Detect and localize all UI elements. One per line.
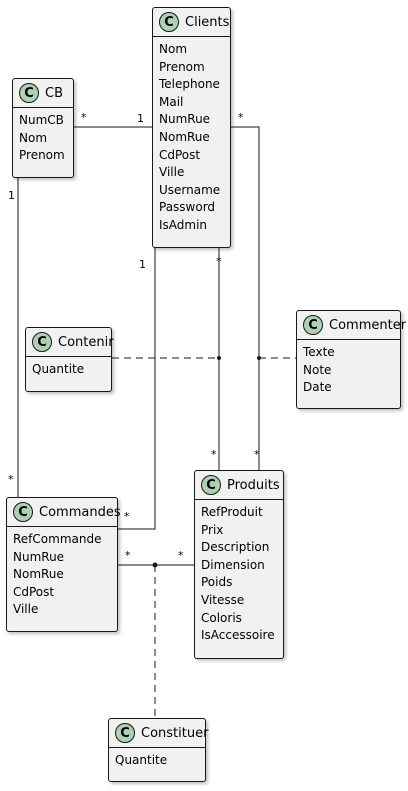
junction-contenir bbox=[217, 356, 221, 360]
class-separator bbox=[195, 499, 283, 500]
class-icon: C bbox=[115, 723, 135, 743]
class-name: CB bbox=[45, 85, 63, 101]
field: Nom bbox=[19, 130, 48, 145]
field: Coloris bbox=[201, 610, 242, 625]
field: CdPost bbox=[159, 147, 201, 162]
class-fields: Quantite bbox=[26, 357, 111, 383]
class-separator bbox=[109, 747, 205, 748]
class-icon: C bbox=[19, 83, 39, 103]
class-commandes-header: C Commandes bbox=[7, 498, 121, 526]
class-separator bbox=[13, 107, 73, 108]
field: Password bbox=[159, 200, 216, 215]
multiplicity-label: * bbox=[81, 111, 87, 124]
class-icon: C bbox=[32, 332, 52, 352]
class-produits-header: C Produits bbox=[195, 471, 283, 499]
multiplicity-label: * bbox=[124, 510, 130, 523]
class-fields: NumCB Nom Prenom bbox=[13, 108, 73, 169]
class-fields: Nom Prenom Telephone Mail NumRue NomRue … bbox=[153, 37, 230, 239]
class-separator bbox=[297, 339, 400, 340]
class-commenter[interactable]: C Commenter Texte Note Date bbox=[296, 310, 406, 409]
class-contenir[interactable]: C Contenir Quantite bbox=[25, 327, 114, 392]
field: Prenom bbox=[159, 59, 205, 74]
class-icon: C bbox=[159, 12, 179, 32]
field: RefProduit bbox=[201, 505, 263, 519]
multiplicity-label: * bbox=[178, 549, 184, 562]
field: NumCB bbox=[19, 113, 64, 127]
field: Mail bbox=[159, 94, 184, 109]
field: IsAccessoire bbox=[201, 628, 275, 643]
field: Description bbox=[201, 540, 270, 555]
field: Note bbox=[303, 362, 332, 377]
assoc-clients-produits-b bbox=[231, 126, 260, 470]
field: Username bbox=[159, 182, 221, 197]
class-clients[interactable]: C Clients Nom Prenom Telephone Mail NumR… bbox=[152, 7, 231, 248]
field: NumRue bbox=[159, 112, 211, 127]
class-commandes[interactable]: C Commandes RefCommande NumRue NomRue Cd… bbox=[6, 497, 121, 632]
field: IsAdmin bbox=[159, 217, 208, 232]
class-constituer[interactable]: C Constituer Quantite bbox=[108, 718, 209, 782]
class-separator bbox=[153, 36, 230, 37]
class-contenir-header: C Contenir bbox=[26, 328, 114, 356]
assoc-clients-commandes bbox=[118, 248, 156, 530]
class-cb[interactable]: C CB NumCB Nom Prenom bbox=[12, 78, 74, 178]
multiplicity-label: * bbox=[8, 473, 14, 486]
multiplicity-label: * bbox=[216, 255, 222, 268]
class-separator bbox=[7, 526, 117, 527]
class-name: Commandes bbox=[39, 504, 121, 520]
field: Date bbox=[303, 380, 332, 395]
class-cb-header: C CB bbox=[13, 79, 73, 107]
field: Texte bbox=[303, 345, 335, 359]
field: NomRue bbox=[13, 567, 64, 582]
multiplicity-label: 1 bbox=[139, 258, 146, 271]
class-fields: RefProduit Prix Description Dimension Po… bbox=[195, 500, 283, 649]
field: RefCommande bbox=[13, 532, 102, 546]
class-produits[interactable]: C Produits RefProduit Prix Description D… bbox=[194, 470, 284, 659]
class-name: Produits bbox=[227, 477, 280, 493]
multiplicity-label: * bbox=[125, 549, 131, 562]
field: Quantite bbox=[32, 362, 85, 376]
class-name: Contenir bbox=[58, 334, 114, 350]
field: Ville bbox=[13, 602, 39, 617]
field: NumRue bbox=[13, 549, 65, 564]
field: Poids bbox=[201, 575, 233, 590]
class-clients-header: C Clients bbox=[153, 8, 230, 36]
class-constituer-header: C Constituer bbox=[109, 719, 209, 747]
class-fields: Texte Note Date bbox=[297, 340, 400, 401]
multiplicity-label: * bbox=[211, 448, 217, 461]
field: Telephone bbox=[159, 77, 220, 92]
class-name: Clients bbox=[185, 14, 230, 30]
multiplicity-label: * bbox=[254, 448, 260, 461]
class-icon: C bbox=[303, 315, 323, 335]
class-icon: C bbox=[13, 502, 33, 522]
field: Nom bbox=[159, 42, 188, 56]
multiplicity-label: * bbox=[238, 111, 244, 124]
class-name: Commenter bbox=[329, 317, 407, 333]
field: Prix bbox=[201, 522, 224, 537]
class-icon: C bbox=[201, 475, 221, 495]
class-separator bbox=[26, 356, 111, 357]
field: CdPost bbox=[13, 584, 55, 599]
junction-commenter bbox=[257, 356, 261, 360]
class-commenter-header: C Commenter bbox=[297, 311, 406, 339]
junction-constituer bbox=[152, 562, 158, 568]
multiplicity-label: 1 bbox=[137, 112, 144, 125]
field: NomRue bbox=[159, 129, 210, 144]
field: Vitesse bbox=[201, 592, 245, 607]
class-fields: Quantite bbox=[109, 748, 205, 774]
field: Ville bbox=[159, 165, 185, 180]
field: Dimension bbox=[201, 557, 265, 572]
class-name: Constituer bbox=[141, 725, 209, 741]
class-fields: RefCommande NumRue NomRue CdPost Ville bbox=[7, 527, 117, 623]
field: Quantite bbox=[115, 753, 168, 767]
multiplicity-label: 1 bbox=[8, 189, 15, 202]
field: Prenom bbox=[19, 148, 65, 163]
